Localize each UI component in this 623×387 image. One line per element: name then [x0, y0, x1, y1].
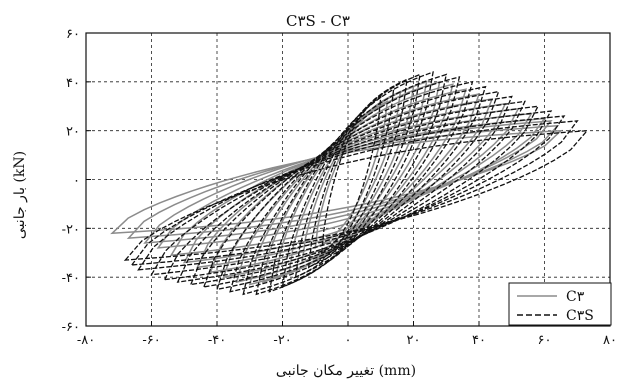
hysteresis-loop	[314, 100, 389, 250]
x-tick-label: -۲۰	[273, 333, 291, 348]
hysteresis-loop	[216, 85, 487, 291]
y-axis-label: بار جانبی (kN)	[12, 151, 28, 239]
hysteresis-loop	[137, 115, 566, 271]
series-layer	[110, 71, 589, 296]
hysteresis-loop	[229, 80, 474, 293]
y-axis-ticks: ۶۰ ۴۰ ۲۰ ۰ -۲۰ -۴۰ -۶۰	[62, 27, 91, 335]
x-tick-label: ۰	[345, 333, 352, 348]
series-c3s	[123, 71, 589, 296]
legend-label-c3: C۳	[566, 289, 585, 305]
hysteresis-loop	[242, 76, 461, 296]
x-tick-label: -۶۰	[142, 333, 160, 348]
x-tick-label: -۸۰	[77, 333, 95, 348]
y-tick-label: -۶۰	[62, 320, 80, 335]
hysteresis-loop	[163, 105, 540, 281]
y-tick-label: -۴۰	[62, 271, 80, 286]
hysteresis-loop	[143, 120, 553, 244]
x-tick-label: ۲۰	[407, 333, 421, 348]
grid	[86, 33, 610, 326]
y-tick-label: ۲۰	[66, 125, 80, 140]
x-tick-label: ۴۰	[472, 333, 486, 348]
hysteresis-loop	[268, 71, 434, 293]
hysteresis-loop	[169, 112, 533, 257]
hysteresis-loop	[189, 95, 513, 286]
legend-label-c3s: C۳S	[566, 308, 594, 324]
x-tick-label: -۴۰	[208, 333, 226, 348]
y-tick-label: ۶۰	[66, 27, 80, 42]
hysteresis-loop	[123, 129, 589, 261]
x-axis-label: تغییر مکان جانبی (mm)	[276, 363, 416, 379]
chart-title: C۳S - C۳	[286, 12, 350, 30]
x-tick-label: ۶۰	[538, 333, 552, 348]
y-tick-label: -۲۰	[62, 222, 80, 237]
legend-box	[508, 282, 612, 326]
y-tick-label: ۴۰	[66, 76, 80, 91]
y-tick-label: ۰	[73, 174, 80, 189]
x-tick-label: ۸۰	[603, 333, 617, 348]
hysteresis-loop	[130, 120, 579, 266]
legend: C۳ C۳S	[508, 282, 612, 326]
x-axis-ticks: -۸۰ -۶۰ -۴۰ -۲۰ ۰ ۲۰ ۴۰ ۶۰ ۸۰	[77, 321, 617, 348]
